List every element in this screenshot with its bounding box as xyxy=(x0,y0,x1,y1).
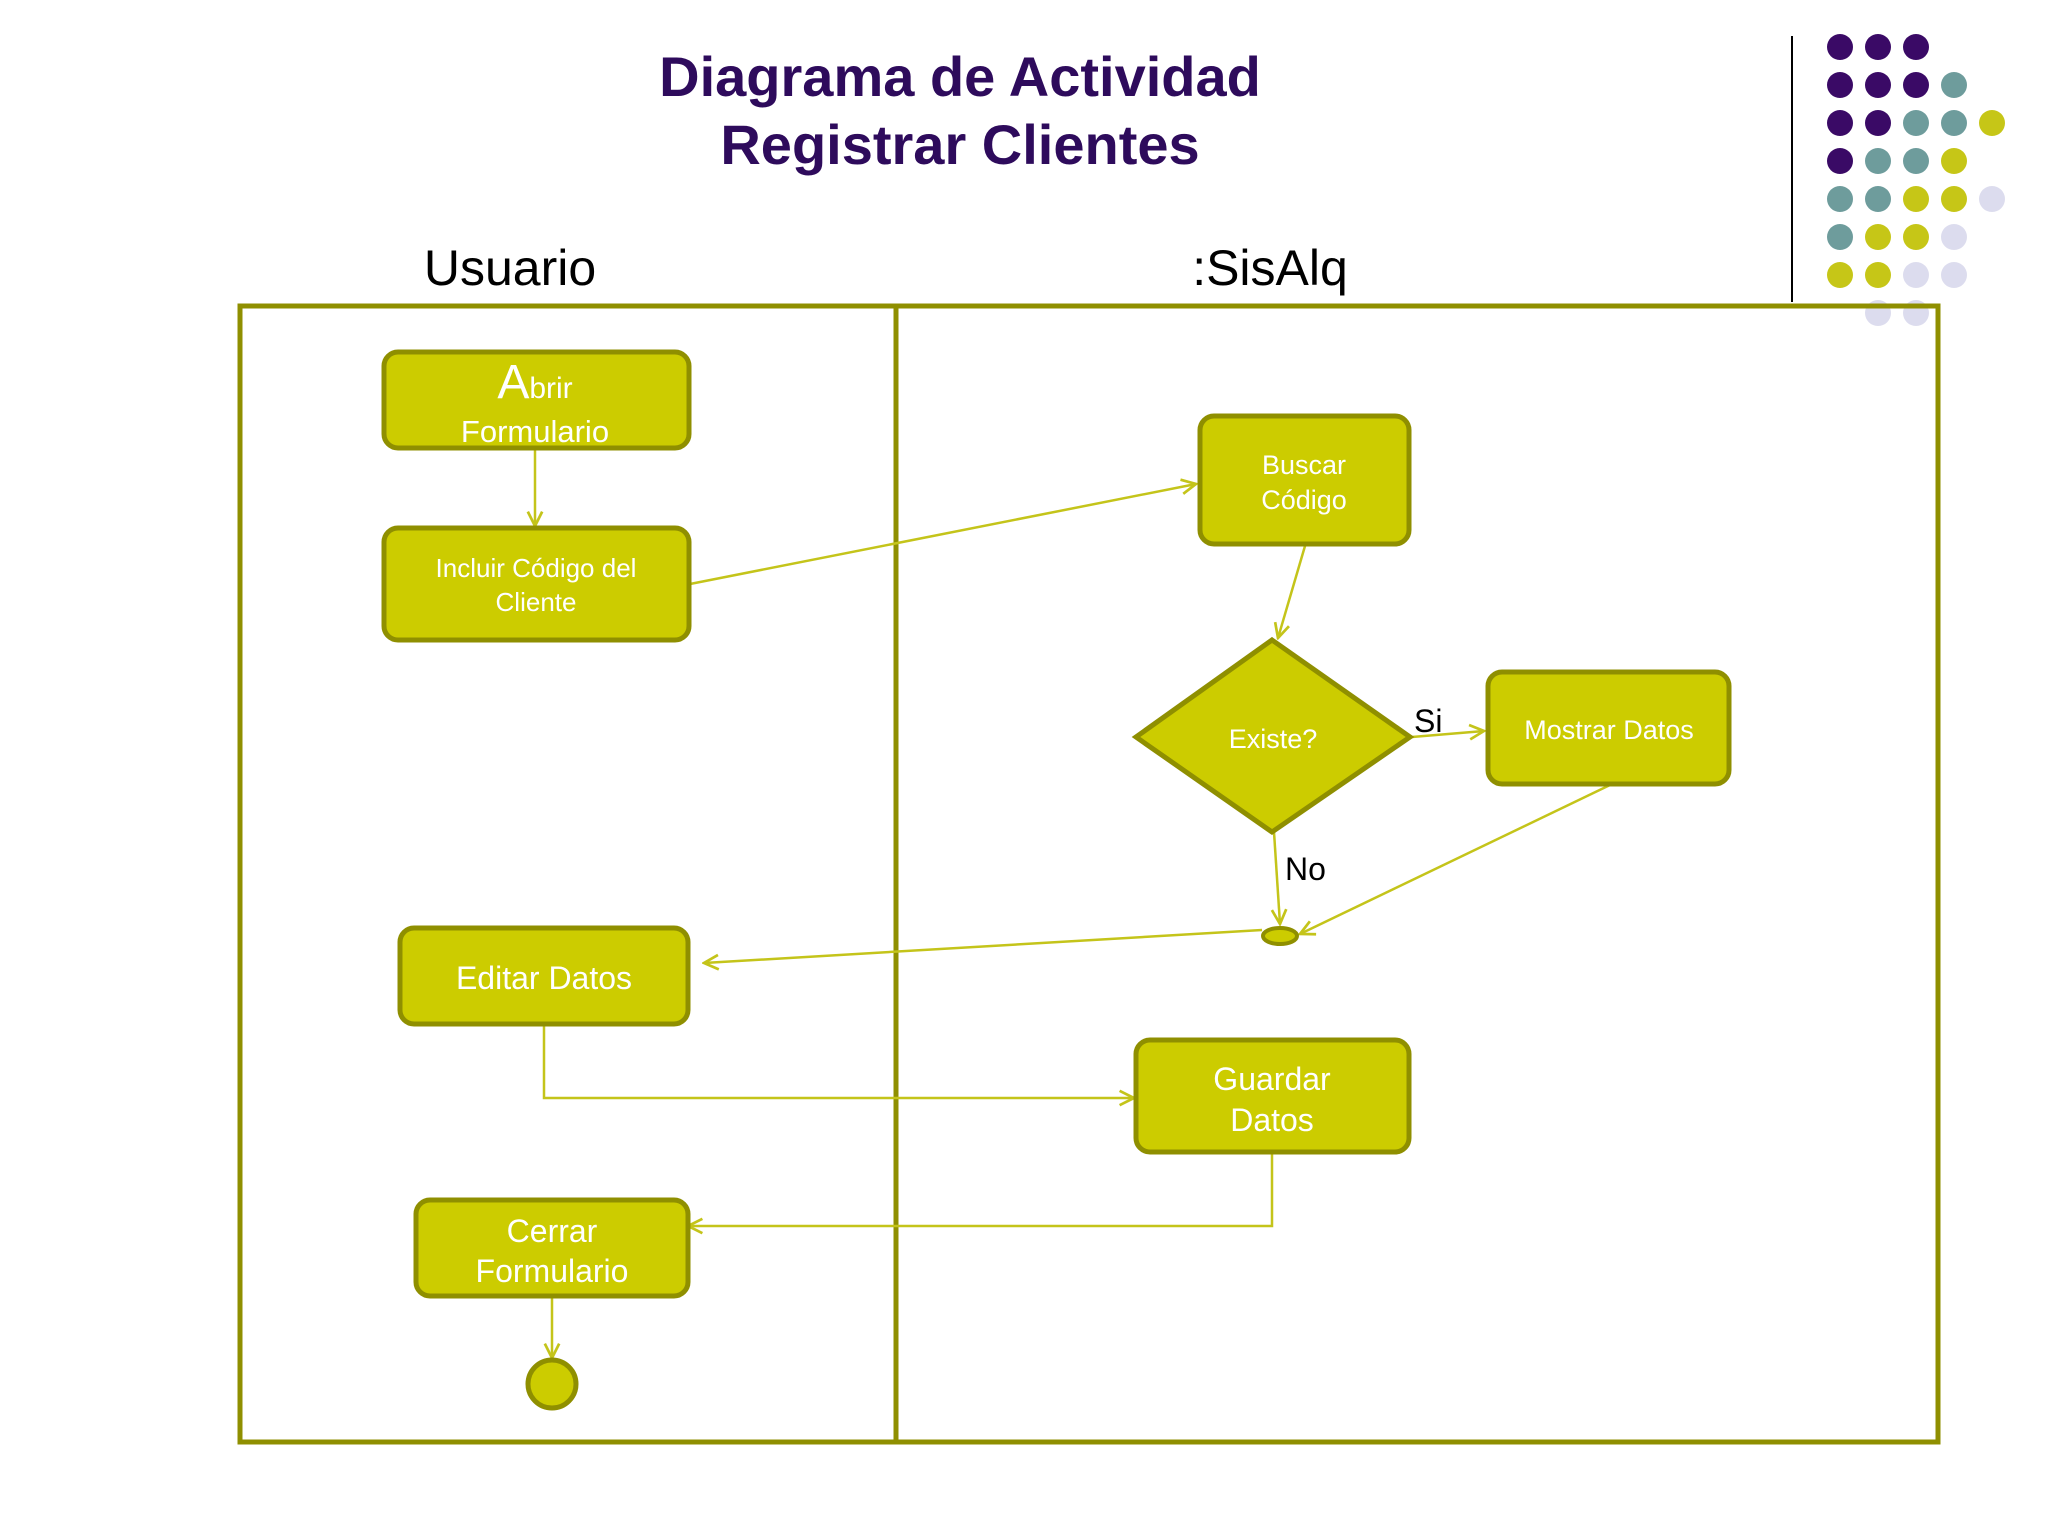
decorative-dot xyxy=(1827,224,1853,250)
final-node xyxy=(525,1357,579,1411)
edges xyxy=(535,448,1611,1358)
decorative-dot xyxy=(1827,34,1853,60)
node-abrir-rest: brir xyxy=(529,372,572,405)
branch-label-no: No xyxy=(1285,851,1326,887)
decorative-dot xyxy=(1979,186,2005,212)
decorative-dot xyxy=(1865,186,1891,212)
node-mostrar-datos: Mostrar Datos xyxy=(1485,669,1732,787)
decorative-dot xyxy=(1941,148,1967,174)
decorative-dot-grid xyxy=(1827,34,2005,326)
swimlane-frame xyxy=(237,303,1941,1445)
decorative-dot xyxy=(1865,72,1891,98)
decorative-dot xyxy=(1903,262,1929,288)
edge-buscar-to-existe xyxy=(1278,545,1307,638)
diagram-title-line2: Registrar Clientes xyxy=(720,113,1199,176)
decorative-dot xyxy=(1903,224,1929,250)
lane-label-sisalq: :SisAlq xyxy=(1192,240,1348,296)
node-abrir-formulario: Abrir Formulario xyxy=(381,349,692,451)
edge-existe-to-mostrar xyxy=(1411,731,1484,737)
svg-text:Abrir: Abrir xyxy=(497,356,572,409)
decorative-dot xyxy=(1941,186,1967,212)
node-incluir-line1: Incluir Código del xyxy=(436,553,637,583)
node-guardar-line1: Guardar xyxy=(1213,1061,1331,1097)
edge-editar-to-guardar xyxy=(542,1025,1134,1098)
decorative-dot xyxy=(1865,224,1891,250)
decorative-dot xyxy=(1903,34,1929,60)
decorative-dot xyxy=(1827,72,1853,98)
lane-label-usuario: Usuario xyxy=(424,240,596,296)
decorative-dot xyxy=(1827,148,1853,174)
decorative-dot xyxy=(1941,224,1967,250)
merge-node xyxy=(1261,926,1299,946)
diagram-title-line1: Diagrama de Actividad xyxy=(659,45,1261,108)
decorative-dot xyxy=(1827,110,1853,136)
decision-existe: Existe? xyxy=(1131,636,1415,836)
node-editar-datos: Editar Datos xyxy=(397,925,691,1027)
node-abrir-big-letter: A xyxy=(497,356,529,409)
decorative-dot xyxy=(1979,110,2005,136)
decorative-dot xyxy=(1827,186,1853,212)
decorative-dot xyxy=(1903,110,1929,136)
edge-mostrar-to-merge xyxy=(1300,783,1611,934)
node-incluir-line2: Cliente xyxy=(496,587,577,617)
edge-guardar-to-cerrar xyxy=(688,1154,1274,1226)
edge-merge-to-editar xyxy=(704,928,1263,963)
node-buscar-line1: Buscar xyxy=(1262,450,1346,480)
node-guardar-datos: Guardar Datos xyxy=(1133,1037,1412,1155)
decorative-dot xyxy=(1903,186,1929,212)
decorative-dot xyxy=(1865,110,1891,136)
node-guardar-line2: Datos xyxy=(1230,1102,1314,1138)
branch-label-si: Si xyxy=(1414,703,1442,739)
node-editar-label: Editar Datos xyxy=(456,960,632,996)
node-buscar-codigo: Buscar Código xyxy=(1197,413,1412,547)
decision-existe-label: Existe? xyxy=(1229,724,1318,754)
node-incluir-codigo: Incluir Código del Cliente xyxy=(381,525,692,643)
decorative-dot xyxy=(1827,262,1853,288)
decorative-dot xyxy=(1903,148,1929,174)
decorative-dot xyxy=(1865,148,1891,174)
decorative-dot xyxy=(1865,34,1891,60)
node-abrir-line2: Formulario xyxy=(461,414,609,449)
decorative-dot xyxy=(1941,110,1967,136)
decorative-dot xyxy=(1941,262,1967,288)
decorative-dot xyxy=(1865,262,1891,288)
node-cerrar-line2: Formulario xyxy=(476,1253,629,1289)
decorative-dot xyxy=(1941,72,1967,98)
edge-existe-to-merge xyxy=(1274,831,1280,924)
decorative-dot xyxy=(1903,72,1929,98)
node-mostrar-label: Mostrar Datos xyxy=(1524,715,1694,745)
node-buscar-line2: Código xyxy=(1261,485,1347,515)
edge-incluir-to-buscar xyxy=(689,484,1196,586)
node-cerrar-line1: Cerrar xyxy=(507,1213,598,1249)
node-cerrar-formulario: Cerrar Formulario xyxy=(413,1197,691,1299)
